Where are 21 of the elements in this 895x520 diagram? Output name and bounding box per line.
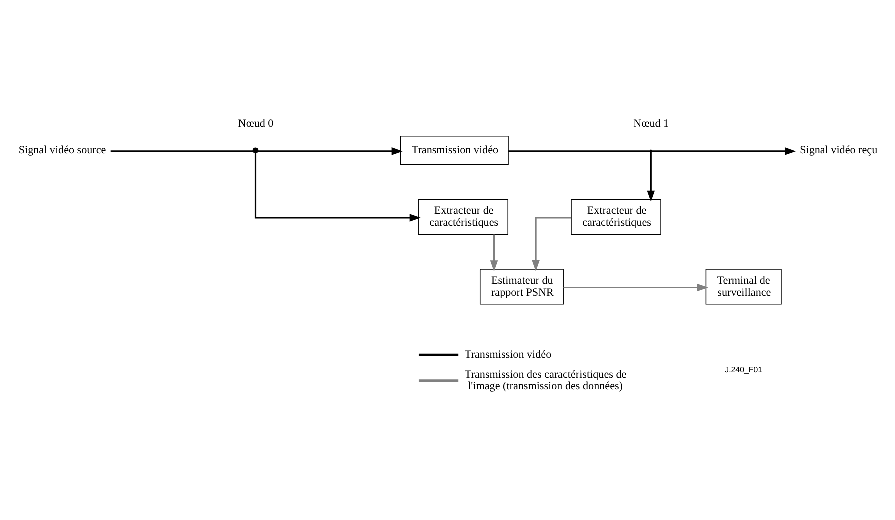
legend-label: Transmission vidéo <box>464 349 552 362</box>
arrow <box>254 154 421 222</box>
arrow <box>258 148 403 156</box>
arrow <box>490 234 498 272</box>
arrow <box>647 151 656 202</box>
node-box: Terminal de surveillance <box>706 269 782 305</box>
node-text: Signal vidéo reçu <box>800 144 878 157</box>
arrow <box>532 217 572 272</box>
node-circle <box>252 148 259 154</box>
arrow <box>564 284 708 292</box>
legend-label: Transmission des caractéristiques de l'image (transmission des données) <box>464 368 627 393</box>
node-box: Extracteur de caractéristiques <box>571 199 662 236</box>
connector <box>110 150 254 152</box>
label: J.240_F01 <box>725 366 763 375</box>
node-text: Signal vidéo source <box>18 144 106 157</box>
node-box: Transmission vidéo <box>400 136 509 166</box>
node-label: Nœud 0 <box>238 118 274 130</box>
node-box: Extracteur de caractéristiques <box>418 199 508 236</box>
node-label: Nœud 1 <box>634 118 670 130</box>
node-box: Estimateur du rapport PSNR <box>480 269 564 305</box>
node-point <box>650 150 652 152</box>
